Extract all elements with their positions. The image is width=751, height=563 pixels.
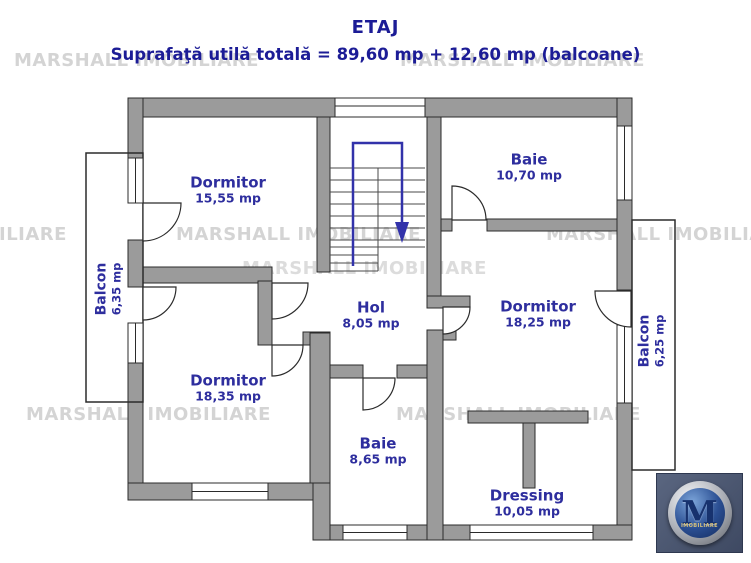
room-name: Dressing [489,486,565,505]
room-name: Dormitor [190,371,266,390]
logo-letter: M [681,493,718,533]
arrow-head [395,222,409,243]
room-name: Balcon [636,314,653,368]
room-name: Balcon [93,262,110,316]
window [191,482,269,501]
room-name: Dormitor [190,173,266,192]
logo-medallion: M IMOBILIARE [667,481,732,545]
windows [127,97,633,541]
room-name: Baie [359,434,397,453]
window [469,524,594,541]
room-label-dressing: Dressing 10,05 mp [489,486,565,519]
wall-segment [127,97,336,118]
room-label-dormitor-3: Dormitor 18,35 mp [190,371,266,404]
dressing-partition-stem [522,422,536,489]
page-subtitle: Suprafaţă utilă totală = 89,60 mp + 12,6… [110,45,641,64]
wall-segment [127,97,144,159]
window [127,157,144,204]
stairwell-left-wall [316,116,331,273]
door-arc [451,185,487,221]
room-name: Hol [356,298,386,317]
dressing-partition-bar [467,410,589,424]
wall-segment [424,97,633,118]
wall-segment [127,482,193,501]
wall-segment [142,266,273,284]
window [334,97,426,118]
window [342,524,408,541]
wall-segment [486,218,618,232]
room-label-dormitor-2: Dormitor 18,25 mp [500,297,576,330]
wall-segment [257,280,273,346]
room-area: 15,55 mp [195,190,261,206]
wall-segment [426,295,471,309]
stairwell-right-wall [426,116,442,297]
wall-segment [309,332,331,484]
wall-segment [440,218,453,232]
room-label-dormitor-1: Dormitor 15,55 mp [190,173,266,206]
logo-medallion-inner: M IMOBILIARE [674,488,725,538]
room-label-balcon-left: Balcon 6,35 mp [93,262,124,316]
watermark-text: MARSHALL IMOBILIARE [14,50,259,71]
door-arc [271,344,304,377]
window [616,324,633,404]
wall-segment [329,524,344,541]
wall-segment [396,364,428,379]
wall-segment [616,97,633,127]
wall-segment [329,364,364,379]
room-area: 18,25 mp [505,314,571,330]
room-area: 18,35 mp [195,388,261,404]
balcony-left-outline [85,152,144,403]
room-area: 10,05 mp [494,503,560,519]
logo-caption: IMOBILIARE [681,523,718,529]
door-arc [142,286,177,321]
door-arc [594,290,632,328]
door-arc [442,306,471,335]
watermark-text: MARSHALL IMOBILIARE [0,224,67,245]
watermark-text: MARSHALL IMOBILIARE [26,404,271,425]
door-arc [142,202,182,242]
room-label-baie-1: Baie 10,70 mp [496,150,562,183]
room-label-baie-2: Baie 8,65 mp [349,434,407,467]
wall-segment [127,362,144,501]
agency-logo: M IMOBILIARE [656,473,743,553]
window [616,125,633,201]
wall-segment [426,329,444,541]
room-area: 10,70 mp [496,167,562,183]
door-arc [271,282,309,320]
room-label-balcon-right: Balcon 6,25 mp [636,314,667,368]
exterior-walls [127,97,633,541]
watermark-text: MARSHALL IMOBILIARE [400,50,645,71]
window [127,322,144,364]
wall-segment [592,524,633,541]
room-name: Baie [510,150,548,169]
interior-walls [142,116,618,541]
wall-segment [312,482,331,541]
room-area: 6,25 mp [652,314,667,368]
staircase [330,167,425,272]
room-name: Dormitor [500,297,576,316]
wall-segment [616,402,633,541]
door-arc [362,377,396,411]
stair-direction-arrow [351,141,409,266]
room-area: 8,65 mp [349,451,407,467]
room-area: 8,05 mp [342,315,400,331]
wall-segment [616,199,633,291]
page-title: ETAJ [351,17,400,38]
doors [142,185,632,411]
wall-segment [127,239,144,288]
room-area: 6,35 mp [109,262,124,316]
room-label-hol: Hol 8,05 mp [342,298,400,331]
watermark-text: MARSHALL IMOBILIARE [242,258,487,279]
